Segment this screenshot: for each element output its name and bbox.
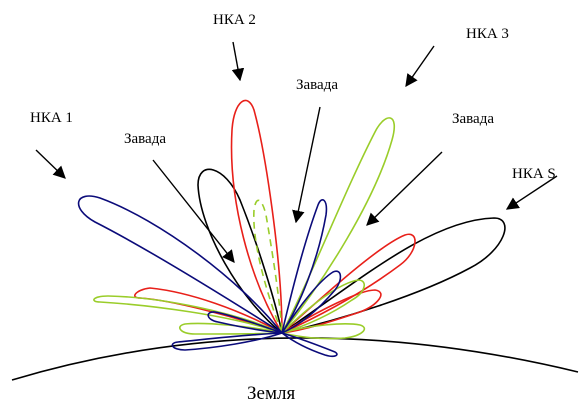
earth-label: Земля bbox=[247, 383, 295, 404]
nka1-side-lobe-left-low bbox=[171, 332, 283, 351]
zavada-center-label: Завада bbox=[296, 77, 338, 93]
nka3-side-lobe-right-low bbox=[281, 323, 366, 340]
zavada-center-arrow bbox=[292, 106, 321, 224]
nka1-side-lobe-right-low bbox=[281, 332, 338, 358]
nka3-main-lobe bbox=[281, 117, 396, 334]
nka1-main-lobe bbox=[77, 195, 283, 334]
zavada-right-label: Завада bbox=[452, 111, 494, 127]
nka3-dashed-lobe bbox=[253, 199, 283, 334]
nkas-side-lobe-left bbox=[197, 168, 283, 334]
nka1-arrow bbox=[35, 149, 66, 179]
nka3-side-lobe-right bbox=[281, 279, 365, 334]
nkas-arrow bbox=[505, 175, 558, 210]
earth-surface-line bbox=[11, 337, 579, 381]
nkas-main-lobe bbox=[281, 217, 506, 334]
nka2-side-lobe-right bbox=[281, 233, 416, 334]
nka3-label: НКА 3 bbox=[466, 26, 509, 42]
nka2-arrow bbox=[231, 41, 245, 82]
nka3-arrow bbox=[405, 45, 435, 88]
nka1-side-lobe-up bbox=[281, 199, 328, 334]
zavada-left-label: Завада bbox=[124, 131, 166, 147]
zavada-right-arrow bbox=[366, 151, 443, 226]
nka3-side-lobe-left bbox=[93, 295, 283, 334]
nka2-main-lobe bbox=[230, 99, 283, 334]
nka2-label: НКА 2 bbox=[213, 12, 256, 28]
nka1-side-lobe-up-right bbox=[281, 270, 342, 334]
nkas-label: НКА S bbox=[512, 166, 556, 182]
nka1-label: НКА 1 bbox=[30, 110, 73, 126]
nka1-side-lobe-left-mid bbox=[207, 311, 283, 334]
zavada-left-arrow bbox=[152, 159, 235, 263]
